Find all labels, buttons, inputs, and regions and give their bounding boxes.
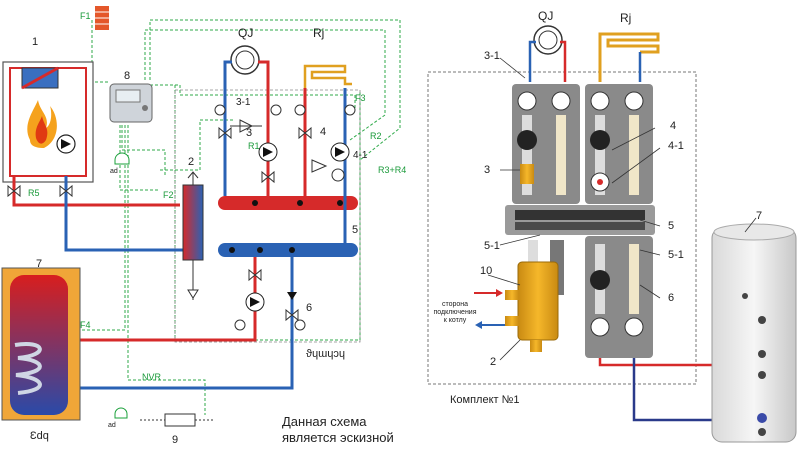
sensor-r5: R5: [28, 188, 40, 198]
label-pump-3: 3: [246, 127, 253, 139]
manifold-return: [218, 243, 358, 257]
module-6: [585, 236, 653, 358]
boiler-side-line-3: к котлу: [443, 317, 467, 324]
label-boiler: 1: [32, 36, 39, 48]
label-right-4-1: 4-1: [668, 140, 684, 152]
boiler-side-note: сторона подключения к котлу: [432, 301, 478, 325]
boiler-side-line-1: сторона: [441, 301, 469, 308]
label-controller: 8: [124, 70, 131, 82]
floor-heating-loop: [303, 64, 352, 88]
ext-mark-2: ad: [108, 422, 116, 429]
label-right-6: 6: [668, 292, 675, 304]
module-4: [585, 84, 653, 204]
circuit-radiators-right: QJ: [538, 9, 554, 23]
label-4-1: 4-1: [353, 150, 368, 161]
label-right-7: 7: [756, 210, 763, 222]
boiler-valves: [7, 184, 73, 198]
circulation-group: [164, 413, 196, 427]
circuit-floor-left: Rj: [313, 26, 325, 40]
label-mixing-4: 4: [320, 126, 327, 138]
outdoor-sensor-icon: [114, 152, 130, 165]
mixing-valve-4-1: [311, 159, 328, 173]
radiator-circuit-icon: [230, 45, 260, 75]
outdoor-sensor-icon-2: [114, 407, 128, 419]
hydraulic-separator: [182, 184, 204, 261]
label-right-4: 4: [670, 120, 677, 132]
sensor-r2: R2: [370, 131, 382, 141]
boiler-side-line-2: подключения: [433, 309, 477, 316]
dhw-mark: ϑɥɯɥɔɥ: [306, 348, 346, 360]
sensor-r3r4: R3+R4: [378, 165, 407, 175]
label-right-5: 5: [668, 220, 675, 232]
tank-right: [711, 227, 797, 443]
label-dhw-group: 6: [306, 302, 313, 314]
label-right-5-1a: 5-1: [484, 240, 500, 252]
sensor-nvr: NVR: [142, 372, 162, 382]
separator-right: [517, 261, 559, 341]
sensor-wiring: [70, 19, 401, 415]
sensor-f4: F4: [80, 320, 91, 330]
label-right-3: 3: [484, 164, 491, 176]
label-right-10: 10: [480, 265, 493, 277]
label-3-1: 3-1: [236, 97, 251, 108]
label-right-3-1: 3-1: [484, 50, 500, 62]
kit-caption: Комплект №1: [450, 394, 520, 406]
radiator-icon-right: [533, 25, 563, 55]
note-sketch: Данная схема является эскизной: [282, 414, 394, 446]
label-right-2: 2: [490, 356, 497, 368]
label-manifold: 5: [352, 224, 359, 236]
sensor-f1: F1: [80, 11, 91, 21]
label-separator: 2: [188, 156, 195, 168]
note-line-1: Данная схема: [282, 414, 367, 429]
floor-loop-right: [598, 32, 660, 82]
note-line-2: является эскизной: [282, 430, 394, 445]
label-right-5-1b: 5-1: [668, 249, 684, 261]
sensor-f2: F2: [163, 190, 174, 200]
label-circ-9: 9: [172, 434, 179, 446]
label-tank: 7: [36, 258, 43, 270]
circuit-floor-right: Rj: [620, 11, 632, 25]
sensor-f3: F3: [355, 93, 366, 103]
sensor-r1: R1: [248, 141, 260, 151]
circuit-radiators-left: QJ: [238, 26, 254, 40]
module-3: [512, 84, 580, 204]
manifold-supply: [218, 196, 358, 210]
tank-mark: Ɛdq: [30, 430, 49, 442]
ext-mark-1: ad: [110, 168, 118, 175]
